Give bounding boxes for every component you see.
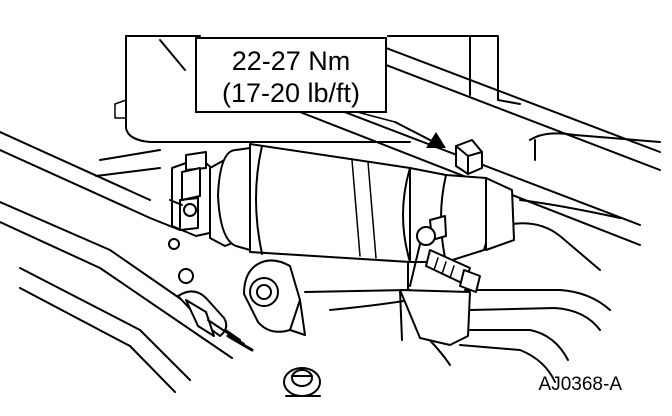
callout-box bbox=[195, 37, 387, 113]
figure-id: AJ0368-A bbox=[539, 374, 623, 395]
torque-callout: 22-27 Nm (17-20 lb/ft) bbox=[195, 37, 387, 113]
arrow-icon bbox=[394, 121, 446, 148]
ground-stud bbox=[283, 367, 321, 397]
cable-connector bbox=[409, 226, 481, 293]
mounting-ear bbox=[243, 259, 306, 336]
torque-metric: 22-27 Nm bbox=[232, 46, 351, 76]
lower-bracket bbox=[399, 261, 471, 346]
battery-cable bbox=[177, 268, 254, 352]
housing-outline bbox=[114, 35, 521, 143]
lower-harness bbox=[304, 222, 611, 383]
bolt-icon bbox=[455, 139, 483, 175]
torque-imperial: (17-20 lb/ft) bbox=[222, 78, 360, 108]
